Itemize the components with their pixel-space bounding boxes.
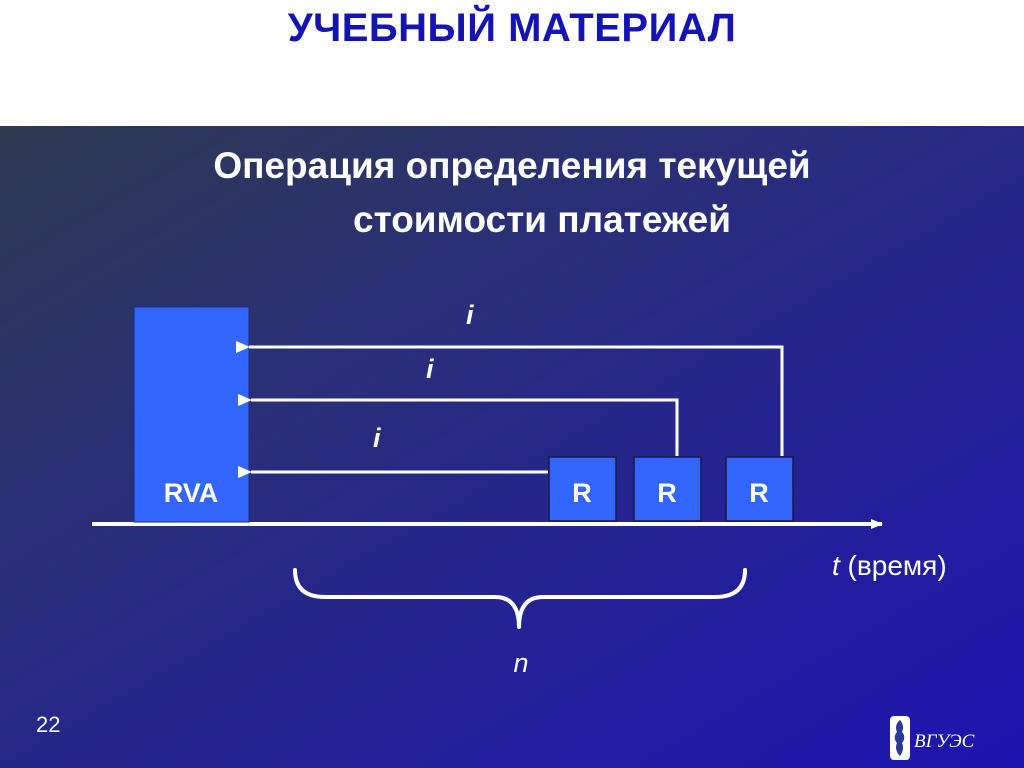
slide-header-title: УЧЕБНЫЙ МАТЕРИАЛ (287, 6, 737, 50)
payment-block-2 (633, 456, 702, 522)
axis-label: t (время) (832, 550, 947, 581)
rate-label-3: i (373, 423, 381, 453)
page-number: 22 (36, 712, 61, 737)
slide-subtitle-line-1: Операция определения текущей (213, 145, 811, 186)
present-value-label: RVA (164, 478, 219, 508)
rate-label-1: i (466, 300, 474, 330)
discount-arrow-2 (238, 394, 679, 456)
present-value-block (133, 306, 250, 523)
period-brace (293, 568, 747, 629)
vguev-logo: ВГУЭС (890, 716, 975, 760)
payment-label-3: R (749, 478, 769, 508)
payment-label-2: R (657, 478, 677, 508)
rate-label-2: i (426, 354, 434, 384)
slide-subtitle-line-2: стоимости платежей (353, 199, 731, 240)
axis-label-text: (время) (840, 550, 947, 581)
payment-block-3 (725, 456, 794, 522)
period-count-label: n (513, 648, 528, 678)
discount-arrow-3 (236, 341, 784, 456)
logo-text: ВГУЭС (914, 731, 975, 752)
payment-label-1: R (572, 478, 592, 508)
slide-header: УЧЕБНЫЙ МАТЕРИАЛ (0, 0, 1024, 126)
axis-label-variable: t (832, 550, 841, 581)
payment-block-1 (548, 456, 617, 522)
